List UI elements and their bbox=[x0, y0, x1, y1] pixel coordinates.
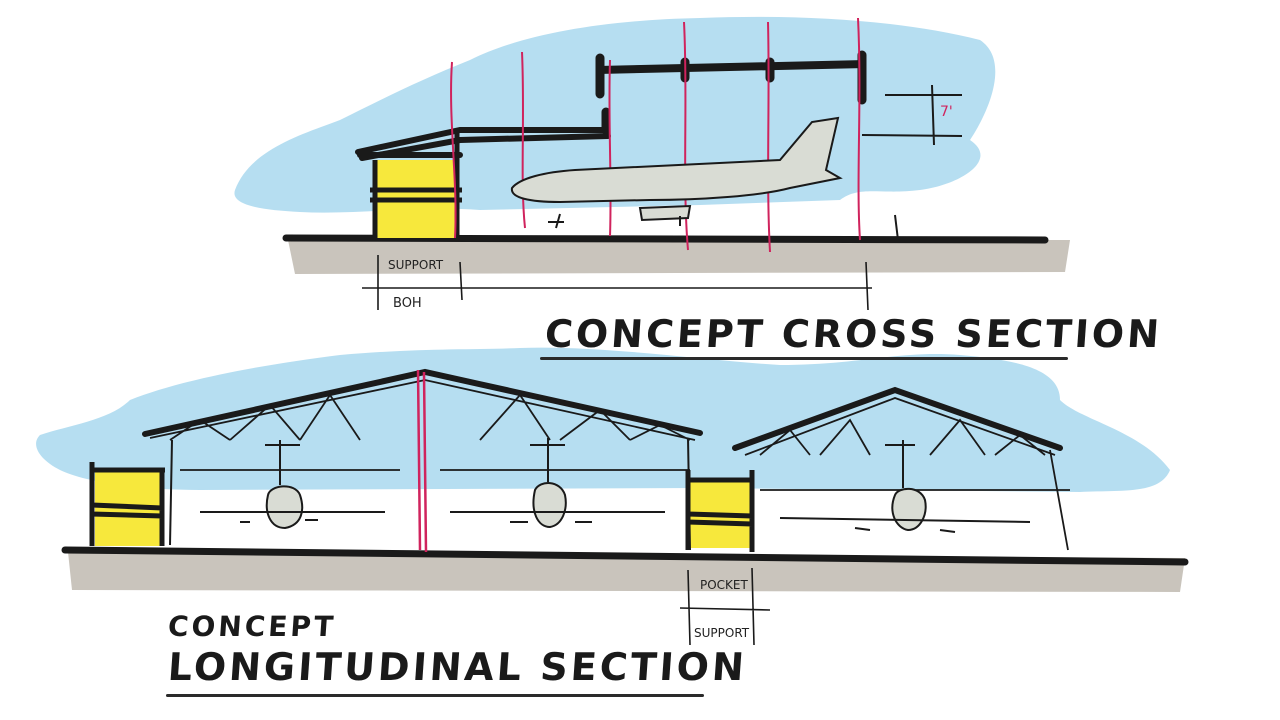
support-label-bottom: SUPPORT bbox=[694, 626, 750, 640]
cross-section-drawing bbox=[234, 16, 1070, 311]
longitudinal-aircraft bbox=[200, 438, 1031, 533]
support-block-lines bbox=[370, 130, 462, 238]
pocket-label: POCKET bbox=[700, 578, 748, 592]
bottom-dimension bbox=[362, 255, 872, 311]
dimension-label: 7' bbox=[940, 104, 953, 120]
longitudinal-floor-line bbox=[61, 546, 1189, 566]
cross-section-aircraft bbox=[510, 116, 899, 241]
right-hangar-truss bbox=[744, 397, 1070, 551]
height-dimension bbox=[861, 84, 963, 146]
cross-section-ground bbox=[288, 240, 1070, 274]
high-roof bbox=[597, 60, 867, 74]
right-hangar-roof bbox=[732, 386, 1063, 451]
columns bbox=[450, 17, 861, 253]
longitudinal-section-drawing bbox=[36, 347, 1189, 646]
longitudinal-title-line1: CONCEPT bbox=[166, 610, 338, 643]
pocket-dimension bbox=[679, 567, 771, 646]
longitudinal-title-line2: LONGITUDINAL SECTION bbox=[166, 645, 749, 689]
longitudinal-column bbox=[416, 369, 428, 553]
support-label-top: SUPPORT bbox=[388, 258, 444, 272]
cross-section-title: CONCEPT CROSS SECTION bbox=[543, 312, 1164, 356]
longitudinal-title-underline bbox=[166, 694, 704, 697]
cross-section-floor-line bbox=[282, 234, 1049, 244]
cross-section-title-underline bbox=[540, 357, 1068, 360]
boh-label: BOH bbox=[393, 296, 422, 311]
left-hangar-walls bbox=[169, 437, 691, 551]
low-roof bbox=[355, 127, 611, 161]
support-block-outlines bbox=[89, 462, 755, 552]
